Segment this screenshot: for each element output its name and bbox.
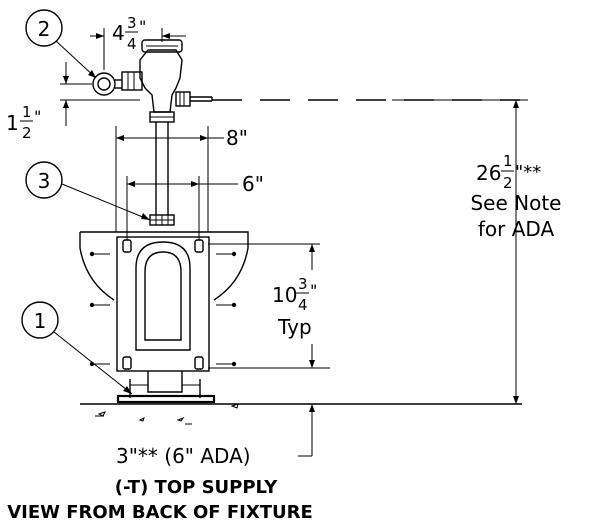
- callout-1-label: 1: [34, 309, 47, 333]
- mount-den: 4: [298, 296, 308, 314]
- mount-suffix: ": [310, 281, 317, 300]
- callout-2: 2: [25, 9, 97, 79]
- callout-3-label: 3: [38, 169, 51, 193]
- left-drop-num: 1: [22, 103, 32, 121]
- dim-label-height-total: 26 1 2 "** See Note for ADA: [470, 152, 561, 241]
- floor-line: [80, 403, 522, 425]
- width-outer-label: 8": [226, 126, 248, 150]
- bottom-offset-label: 3"** (6" ADA): [116, 444, 251, 468]
- callout-3: 3: [25, 161, 151, 221]
- height-total-den: 2: [503, 174, 513, 192]
- flush-valve: [92, 39, 213, 226]
- mount-whole: 10: [272, 283, 297, 307]
- width-inner-label: 6": [242, 172, 264, 196]
- left-drop-den: 2: [22, 124, 32, 142]
- top-offset-suffix: ": [139, 17, 146, 36]
- caption-line1: (-T) TOP SUPPLY: [115, 477, 278, 498]
- callout-1: 1: [21, 301, 133, 395]
- dimension-lines: [60, 28, 528, 457]
- left-drop-suffix: ": [34, 107, 41, 126]
- mount-num: 3: [298, 275, 308, 293]
- mount-note: Typ: [277, 315, 312, 339]
- top-offset-den: 4: [127, 35, 137, 53]
- top-offset-num: 3: [127, 14, 137, 32]
- caption-line2: VIEW FROM BACK OF FIXTURE: [7, 502, 313, 523]
- height-total-num: 1: [503, 152, 513, 170]
- height-total-whole: 26: [476, 161, 501, 185]
- left-drop-whole: 1: [6, 111, 19, 135]
- dim-label-left-drop: 1 1 2 ": [6, 103, 41, 142]
- dim-label-mount: 10 3 4 " Typ: [272, 275, 317, 339]
- height-total-suffix: "**: [515, 162, 541, 183]
- height-note-line1: See Note: [470, 191, 561, 215]
- height-note-line2: for ADA: [478, 217, 555, 241]
- urinal-body: [79, 231, 249, 404]
- callout-2-label: 2: [38, 17, 51, 41]
- top-offset-whole: 4: [112, 21, 125, 45]
- dim-label-top-offset: 4 3 4 ": [112, 14, 146, 53]
